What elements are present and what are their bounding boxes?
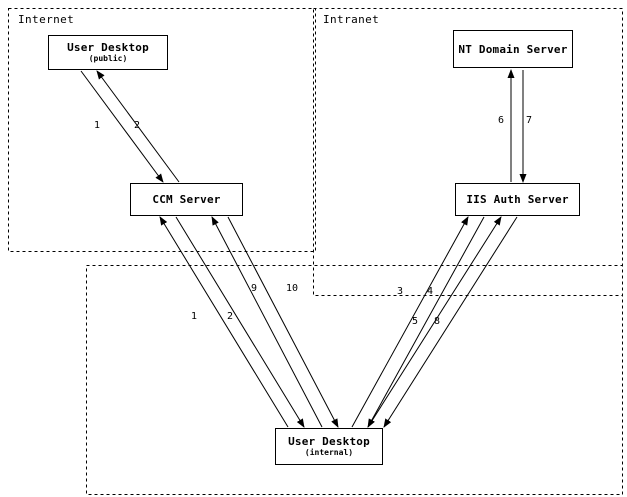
edge-label-e2: 2 [134,120,141,131]
edge-e1 [80,70,164,183]
node-subtitle-user-desktop-public: (public) [88,54,128,63]
edge-e4 [367,216,485,428]
edge-e2b [175,216,305,428]
edge-e5 [367,216,502,428]
node-user-desktop-internal[interactable]: User Desktop(internal) [275,428,383,465]
edge-label-e3: 3 [397,286,404,297]
node-title-ccm-server: CCM Server [152,193,221,206]
zone-boundary-internet [8,8,316,252]
edge-label-e1: 1 [94,120,101,131]
edge-e8 [383,216,518,428]
edge-label-e2b: 2 [227,311,234,322]
edge-label-e5: 5 [412,316,419,327]
edge-label-e4: 4 [427,286,434,297]
node-title-user-desktop-public: User Desktop [67,41,149,54]
edge-e2 [96,70,180,183]
node-title-nt-domain-server: NT Domain Server [458,42,568,56]
edge-lines [80,69,527,428]
edge-label-e6: 6 [498,115,505,126]
zone-boundary-intranet [313,8,623,296]
edge-label-e10: 10 [286,283,299,294]
node-title-iis-auth-server: IIS Auth Server [466,193,569,206]
edge-e10 [227,216,339,428]
node-title-user-desktop-internal: User Desktop [288,435,370,448]
zone-borders [8,8,623,495]
node-user-desktop-public[interactable]: User Desktop(public) [48,35,168,70]
node-iis-auth-server[interactable]: IIS Auth Server [455,183,580,216]
edge-label-e8: 8 [434,316,441,327]
zone-boundary-internal-lan [86,265,623,495]
edge-e3 [351,216,469,428]
node-ccm-server[interactable]: CCM Server [130,183,243,216]
edge-label-e7: 7 [526,115,533,126]
edge-e1b [159,216,289,428]
zone-label-intranet: Intranet [323,13,380,26]
zone-label-internet: Internet [18,13,75,26]
edge-label-e9: 9 [251,283,258,294]
node-nt-domain-server[interactable]: NT Domain Server [453,30,573,68]
edge-e9 [211,216,323,428]
edge-label-e1b: 1 [191,311,198,322]
node-subtitle-user-desktop-internal: (internal) [304,448,354,457]
